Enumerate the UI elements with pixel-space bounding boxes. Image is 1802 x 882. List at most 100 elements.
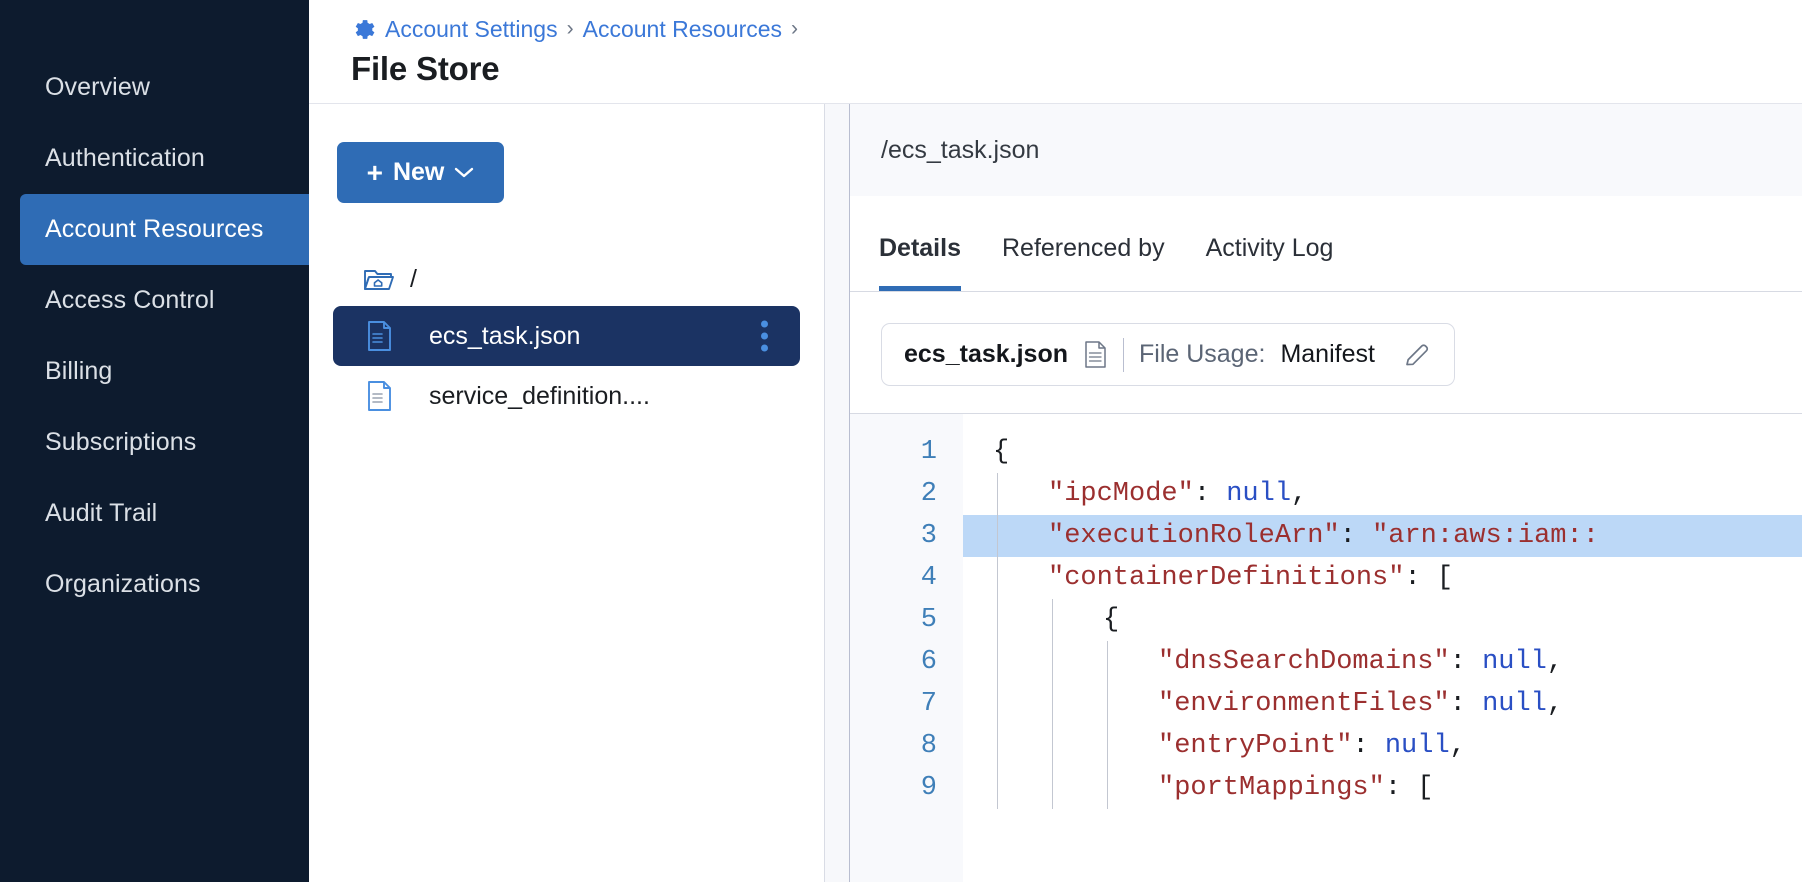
code-line: "environmentFiles": null, xyxy=(963,683,1802,725)
file-usage-card: ecs_task.json File Usage: Manifest xyxy=(881,323,1455,386)
indent-guide xyxy=(1107,641,1108,683)
sidebar-item-authentication[interactable]: Authentication xyxy=(20,123,309,194)
code-text: "containerDefinitions": [ xyxy=(993,563,1453,593)
code-line: "portMappings": [ xyxy=(963,767,1802,809)
file-usage-filename: ecs_task.json xyxy=(904,340,1068,368)
code-line: "ipcMode": null, xyxy=(963,473,1802,515)
kebab-dot xyxy=(761,344,768,352)
indent-guide xyxy=(997,599,998,641)
code-token-punc: , xyxy=(1291,479,1308,509)
sidebar-item-label: Authentication xyxy=(45,144,205,172)
file-detail-pane: /ecs_task.json Details Referenced by Act… xyxy=(850,104,1802,882)
code-token-str: "arn:aws:iam:: xyxy=(1372,521,1599,551)
tab-label: Details xyxy=(879,234,961,262)
tree-item-label: service_definition.... xyxy=(429,381,650,410)
tab-referenced-by[interactable]: Referenced by xyxy=(1002,234,1165,291)
indent-guide xyxy=(1052,725,1053,767)
sidebar-item-organizations[interactable]: Organizations xyxy=(20,549,309,620)
line-number: 4 xyxy=(920,563,937,593)
code-content[interactable]: { "ipcMode": null, "executionRoleArn": "ar… xyxy=(963,414,1802,882)
line-number: 2 xyxy=(920,479,937,509)
page-header: Account Settings › Account Resources › F… xyxy=(309,0,1802,104)
code-token-punc: : [ xyxy=(1404,563,1454,593)
code-editor[interactable]: 1 2 3 4 5 6 7 8 9 { "ipcMode": null, "exec… xyxy=(850,413,1802,882)
file-usage-section: ecs_task.json File Usage: Manifest xyxy=(850,292,1802,386)
file-tree-pane: + New / xyxy=(309,104,824,882)
breadcrumb-link-account-resources[interactable]: Account Resources xyxy=(582,15,783,42)
code-token-punc: : xyxy=(1449,647,1483,677)
new-button[interactable]: + New xyxy=(337,142,504,203)
line-number: 7 xyxy=(920,689,937,719)
sidebar: Overview Authentication Account Resource… xyxy=(0,0,309,882)
sidebar-item-access-control[interactable]: Access Control xyxy=(20,265,309,336)
code-token-punc: : xyxy=(1449,689,1483,719)
indent-guide xyxy=(997,683,998,725)
code-token-null: null xyxy=(1482,689,1547,719)
sidebar-item-audit-trail[interactable]: Audit Trail xyxy=(20,478,309,549)
code-line: { xyxy=(963,599,1802,641)
code-token-key: "environmentFiles" xyxy=(1158,689,1450,719)
tree-item-label: ecs_task.json xyxy=(429,321,581,350)
code-text: "ipcMode": null, xyxy=(993,479,1307,509)
code-line: "entryPoint": null, xyxy=(963,725,1802,767)
code-text: "entryPoint": null, xyxy=(993,731,1466,761)
indent-guide xyxy=(997,557,998,599)
sidebar-item-overview[interactable]: Overview xyxy=(20,52,309,123)
divider xyxy=(1123,337,1124,372)
line-number: 3 xyxy=(920,521,937,551)
code-line: "containerDefinitions": [ xyxy=(963,557,1802,599)
code-token-punc: , xyxy=(1449,731,1466,761)
main-content: Account Settings › Account Resources › F… xyxy=(309,0,1802,882)
code-text: "dnsSearchDomains": null, xyxy=(993,647,1563,677)
file-icon xyxy=(368,381,391,411)
breadcrumb: Account Settings › Account Resources › xyxy=(351,16,1802,43)
code-line: { xyxy=(963,431,1802,473)
tree-row-service-definition[interactable]: service_definition.... xyxy=(333,366,800,426)
sidebar-item-label: Organizations xyxy=(45,570,201,598)
code-token-key: "ipcMode" xyxy=(1048,479,1194,509)
file-icon xyxy=(368,321,391,351)
code-token-key: "dnsSearchDomains" xyxy=(1158,647,1450,677)
sidebar-item-subscriptions[interactable]: Subscriptions xyxy=(20,407,309,478)
sidebar-item-account-resources[interactable]: Account Resources xyxy=(20,194,309,265)
code-token-key: "entryPoint" xyxy=(1158,731,1353,761)
tree-root-label: / xyxy=(410,264,417,293)
tab-label: Referenced by xyxy=(1001,234,1165,262)
tab-details[interactable]: Details xyxy=(879,234,961,291)
sidebar-item-billing[interactable]: Billing xyxy=(20,336,309,407)
code-token-null: null xyxy=(1384,731,1450,761)
line-number: 6 xyxy=(920,647,937,677)
code-token-punc: : xyxy=(1352,731,1385,761)
line-number: 8 xyxy=(920,731,937,761)
code-text: "portMappings": [ xyxy=(993,773,1433,803)
breadcrumb-link-account-settings[interactable]: Account Settings xyxy=(385,15,558,42)
indent-guide xyxy=(997,641,998,683)
indent-guide xyxy=(1107,767,1108,809)
indent-guide xyxy=(1052,767,1053,809)
code-token-null: null xyxy=(1226,479,1292,509)
tab-activity-log[interactable]: Activity Log xyxy=(1206,234,1334,291)
file-usage-value: Manifest xyxy=(1280,340,1375,368)
line-number-gutter: 1 2 3 4 5 6 7 8 9 xyxy=(850,414,963,882)
indent-guide xyxy=(997,767,998,809)
pencil-icon[interactable] xyxy=(1399,337,1435,373)
kebab-menu-icon[interactable] xyxy=(761,320,768,352)
code-token-punc: , xyxy=(1546,689,1564,719)
pencil-glyph xyxy=(1406,343,1429,365)
code-token-punc: : xyxy=(1193,479,1227,509)
indent-guide xyxy=(1107,683,1108,725)
pane-splitter[interactable] xyxy=(824,104,850,882)
gear-icon xyxy=(355,19,375,39)
code-line: "executionRoleArn": "arn:aws:iam:: xyxy=(963,515,1802,557)
code-token-punc: : xyxy=(1339,521,1373,551)
breadcrumb-separator: › xyxy=(566,17,574,40)
code-text: { xyxy=(993,605,1119,635)
code-token-key: "portMappings" xyxy=(1158,773,1385,803)
tree-row-root[interactable]: / xyxy=(333,252,800,306)
new-button-label: New xyxy=(392,158,445,186)
kebab-dot xyxy=(761,332,768,340)
tree-row-ecs-task-json[interactable]: ecs_task.json xyxy=(333,306,800,366)
code-token-key: "containerDefinitions" xyxy=(1048,563,1405,593)
sidebar-item-label: Audit Trail xyxy=(45,499,158,527)
sidebar-item-label: Access Control xyxy=(45,286,215,314)
